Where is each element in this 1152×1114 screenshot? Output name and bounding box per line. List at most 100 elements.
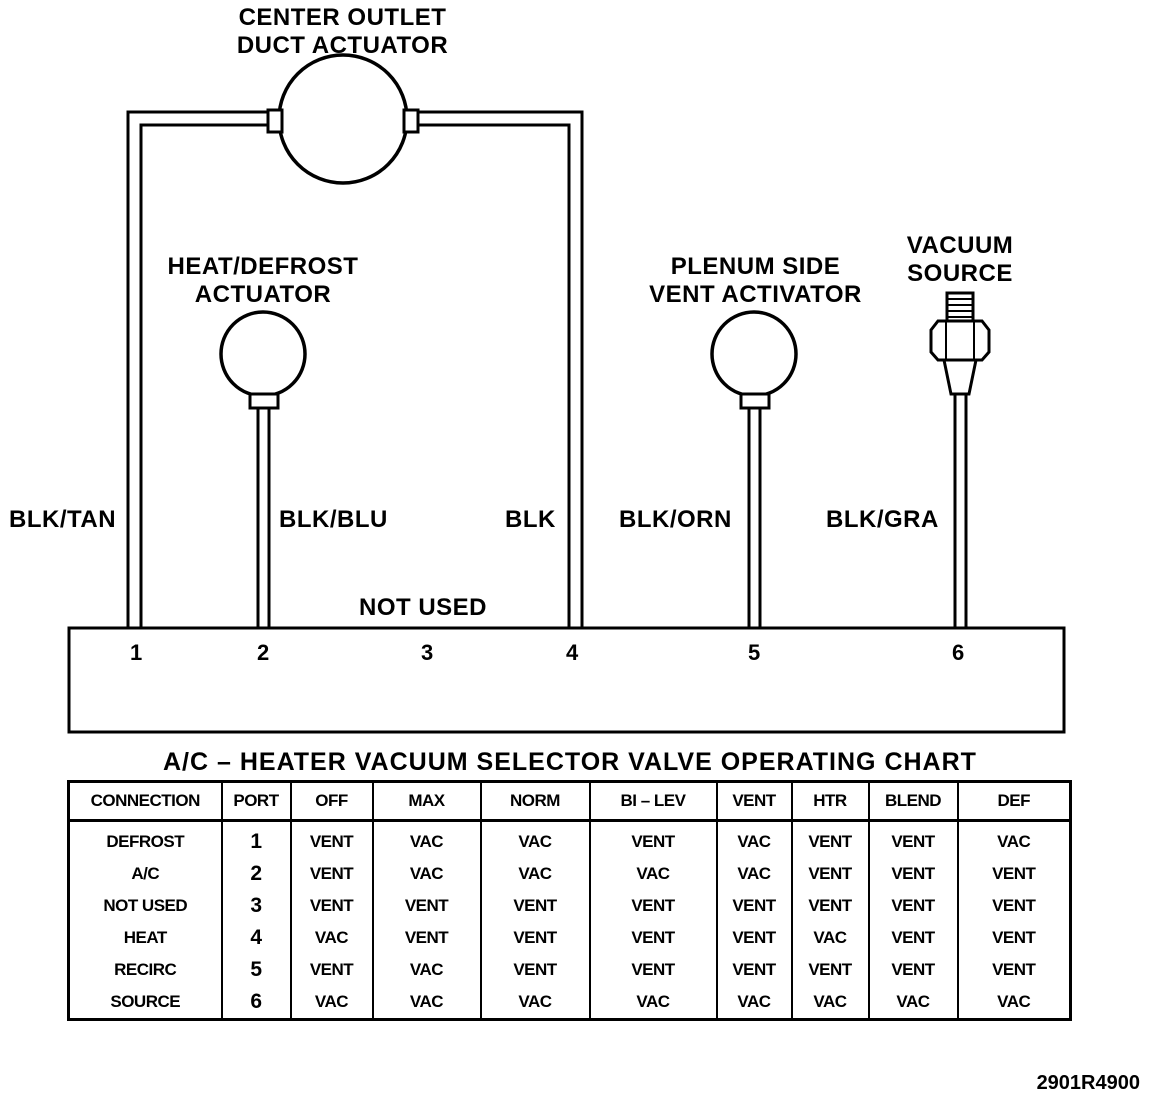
port-4: 4 (566, 640, 579, 665)
state-cell: VAC (371, 820, 482, 858)
state-cell: VENT (588, 922, 718, 954)
hose-4-label: BLK (505, 506, 556, 533)
state-cell: VENT (715, 954, 793, 986)
state-cell: VENT (956, 922, 1072, 954)
state-cell: VAC (867, 986, 959, 1020)
chart-header-cell: PORT (220, 780, 292, 822)
state-cell: VAC (715, 986, 793, 1020)
hose-5-label: BLK/ORN (619, 506, 732, 533)
state-cell: VAC (371, 954, 482, 986)
connection-cell: SOURCE (67, 986, 223, 1020)
state-cell: VENT (479, 922, 591, 954)
center-outlet-label: CENTER OUTLET DUCT ACTUATOR (236, 4, 449, 59)
port-cell: 1 (220, 820, 292, 858)
state-cell: VAC (588, 986, 718, 1020)
state-cell: VAC (371, 986, 482, 1020)
port-6: 6 (952, 640, 965, 665)
chart-header-cell: BI – LEV (588, 780, 718, 822)
state-cell: VENT (479, 954, 591, 986)
state-cell: VAC (371, 858, 482, 890)
vacuum-source-label: VACUUM SOURCE (906, 232, 1014, 287)
state-cell: VENT (289, 858, 374, 890)
state-cell: VENT (715, 890, 793, 922)
heat-defrost-label: HEAT/DEFROST ACTUATOR (167, 253, 359, 308)
state-cell: VENT (588, 890, 718, 922)
state-cell: VENT (956, 954, 1072, 986)
center-outlet-actuator (277, 53, 409, 185)
state-cell: VAC (289, 922, 374, 954)
port-cell: 5 (220, 954, 292, 986)
state-cell: VAC (790, 986, 870, 1020)
state-cell: VENT (289, 890, 374, 922)
state-cell: VAC (289, 986, 374, 1020)
chart-header-cell: DEF (956, 780, 1072, 822)
connection-cell: NOT USED (67, 890, 223, 922)
chart-header-cell: CONNECTION (67, 780, 223, 822)
state-cell: VENT (867, 954, 959, 986)
port-cell: 3 (220, 890, 292, 922)
port-2: 2 (257, 640, 270, 665)
state-cell: VENT (790, 820, 870, 858)
chart-header-cell: MAX (371, 780, 482, 822)
port-cell: 6 (220, 986, 292, 1020)
state-cell: VENT (371, 922, 482, 954)
state-cell: VENT (956, 858, 1072, 890)
port-cell: 4 (220, 922, 292, 954)
state-cell: VENT (867, 890, 959, 922)
vacuum-source-fitting (929, 291, 991, 396)
hose-1 (126, 110, 270, 628)
hose-4 (416, 110, 584, 628)
connection-cell: HEAT (67, 922, 223, 954)
hose-1-label: BLK/TAN (9, 506, 117, 533)
state-cell: VENT (588, 954, 718, 986)
state-cell: VENT (790, 954, 870, 986)
state-cell: VAC (479, 820, 591, 858)
figure-id: 2901R4900 (1036, 1072, 1140, 1094)
state-cell: VAC (479, 858, 591, 890)
state-cell: VENT (790, 858, 870, 890)
chart-header-cell: HTR (790, 780, 870, 822)
state-cell: VAC (588, 858, 718, 890)
state-cell: VAC (715, 820, 793, 858)
state-cell: VAC (790, 922, 870, 954)
selector-valve (67, 626, 1066, 734)
state-cell: VAC (715, 858, 793, 890)
state-cell: VENT (715, 922, 793, 954)
port-cell: 2 (220, 858, 292, 890)
port-5: 5 (748, 640, 761, 665)
chart-header-cell: BLEND (867, 780, 959, 822)
state-cell: VENT (956, 890, 1072, 922)
connection-cell: A/C (67, 858, 223, 890)
state-cell: VAC (479, 986, 591, 1020)
state-cell: VENT (867, 922, 959, 954)
plenum-side-actuator (710, 310, 798, 398)
chart-header-cell: OFF (289, 780, 374, 822)
state-cell: VAC (956, 820, 1072, 858)
port-1: 1 (130, 640, 143, 665)
hose-2-label: BLK/BLU (279, 506, 388, 533)
connection-cell: RECIRC (67, 954, 223, 986)
state-cell: VENT (371, 890, 482, 922)
chart-header-cell: NORM (479, 780, 591, 822)
heat-defrost-actuator (219, 310, 307, 398)
chart-header-cell: VENT (715, 780, 793, 822)
hose-6-label: BLK/GRA (826, 506, 939, 533)
chart-title: A/C – HEATER VACUUM SELECTOR VALVE OPERA… (163, 748, 977, 776)
port-3: 3 (421, 640, 434, 665)
connection-cell: DEFROST (67, 820, 223, 858)
state-cell: VENT (479, 890, 591, 922)
state-cell: VENT (867, 858, 959, 890)
state-cell: VENT (588, 820, 718, 858)
state-cell: VENT (867, 820, 959, 858)
plenum-side-label: PLENUM SIDE VENT ACTIVATOR (649, 253, 862, 308)
state-cell: VENT (289, 954, 374, 986)
